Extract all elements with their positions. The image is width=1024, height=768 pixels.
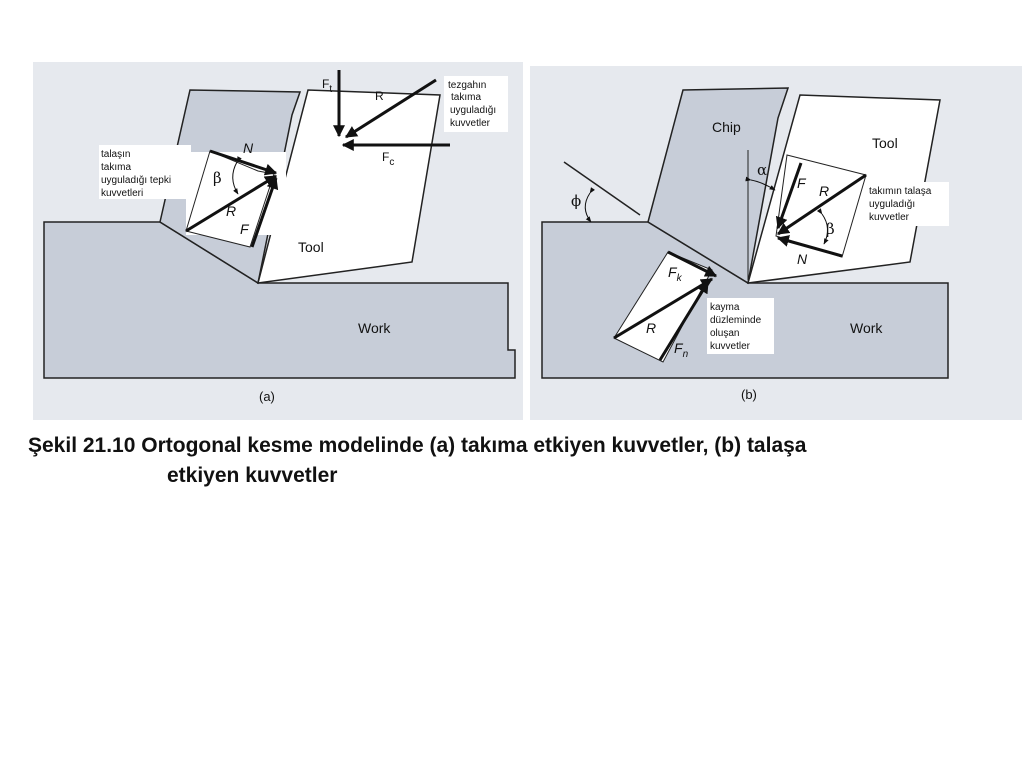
- label-F-b: F: [797, 175, 807, 191]
- label-R-a: R: [226, 203, 236, 219]
- note-shear-bg: [707, 298, 774, 354]
- orthogonal-cutting-figure: Ft R Fc N R F β Tool Work (a) tezgahın t…: [33, 62, 1022, 420]
- svg-text:kuvvetleri: kuvvetleri: [101, 188, 143, 199]
- vector-R-a: [185, 174, 278, 233]
- label-beta-b: β: [826, 220, 835, 238]
- panel-b: Chip Tool Work (b) ϕ α β F R N Fk R Fn t…: [530, 66, 1022, 420]
- phi-arc: [584, 187, 595, 223]
- label-fig-b: (b): [741, 387, 757, 402]
- label-tool-b: Tool: [872, 135, 898, 151]
- vector-R-b: [777, 173, 867, 236]
- label-F-a: F: [240, 221, 250, 237]
- alpha-arc: [745, 176, 776, 191]
- svg-text:talaşın: talaşın: [101, 149, 130, 160]
- label-R-b: R: [819, 183, 829, 199]
- chip-b: [647, 87, 790, 285]
- caption-line-2: etkiyen kuvvetler: [167, 464, 338, 487]
- shear-reference-line: [563, 161, 641, 216]
- label-Fn: Fn: [674, 340, 689, 360]
- svg-text:kuvvetler: kuvvetler: [710, 341, 751, 352]
- label-R-machine: R: [375, 89, 384, 103]
- vector-F-b: [775, 162, 803, 230]
- svg-text:oluşan: oluşan: [710, 328, 739, 339]
- panel-a: Ft R Fc N R F β Tool Work (a) tezgahın t…: [33, 62, 523, 420]
- note-machine-bg: [444, 76, 508, 132]
- note-chip: talaşın takıma uyguladığı tepki kuvvetle…: [101, 149, 171, 199]
- beta-arc-b: [816, 208, 829, 245]
- vector-Fk: [667, 250, 718, 278]
- label-work-a: Work: [358, 320, 391, 336]
- svg-text:düzleminde: düzleminde: [710, 315, 762, 326]
- label-beta-a: β: [213, 169, 222, 187]
- label-fig-a: (a): [259, 389, 275, 404]
- note-tool-bg: [867, 182, 949, 226]
- note-shear: kayma düzleminde oluşan kuvvetler: [710, 302, 762, 352]
- label-chip-b: Chip: [712, 119, 741, 135]
- svg-text:tezgahın: tezgahın: [448, 80, 486, 91]
- label-Fc: Fc: [382, 150, 394, 168]
- svg-text:takıma: takıma: [101, 162, 131, 173]
- vector-N-b: [776, 235, 843, 258]
- label-N-b: N: [797, 251, 808, 267]
- svg-text:takımın talaşa: takımın talaşa: [869, 186, 932, 197]
- label-tool-a: Tool: [298, 239, 324, 255]
- beta-arc-a: [232, 156, 242, 195]
- note-machine: tezgahın takıma uyguladığı kuvvetler: [448, 80, 496, 129]
- svg-text:kayma: kayma: [710, 302, 740, 313]
- label-N-a: N: [243, 140, 254, 156]
- svg-text:kuvvetler: kuvvetler: [869, 212, 910, 223]
- note-chip-bg: [99, 145, 191, 199]
- svg-text:uyguladığı: uyguladığı: [869, 199, 915, 210]
- note-tool: takımın talaşa uyguladığı kuvvetler: [869, 186, 932, 223]
- force-parallelogram-a: [185, 150, 275, 248]
- caption-line-1: Şekil 21.10 Ortogonal kesme modelinde (a…: [28, 434, 807, 457]
- svg-text:kuvvetler: kuvvetler: [450, 118, 491, 129]
- label-R-shear: R: [646, 320, 656, 336]
- figure-caption: Şekil 21.10 Ortogonal kesme modelinde (a…: [28, 431, 1018, 491]
- svg-text:uyguladığı tepki: uyguladığı tepki: [101, 175, 171, 186]
- label-alpha: α: [757, 161, 767, 179]
- svg-text:uyguladığı: uyguladığı: [450, 105, 496, 116]
- vector-Fn: [658, 280, 710, 361]
- vector-N-a: [209, 149, 278, 176]
- label-work-b: Work: [850, 320, 883, 336]
- svg-text:takıma: takıma: [451, 92, 481, 103]
- label-Ft: Ft: [322, 77, 332, 95]
- label-Fk: Fk: [668, 264, 683, 284]
- vector-R-shear: [613, 277, 714, 340]
- vector-F-a: [250, 176, 279, 248]
- vector-R-machine: [344, 78, 437, 139]
- cutting-tool: [256, 89, 441, 284]
- label-phi: ϕ: [571, 192, 581, 210]
